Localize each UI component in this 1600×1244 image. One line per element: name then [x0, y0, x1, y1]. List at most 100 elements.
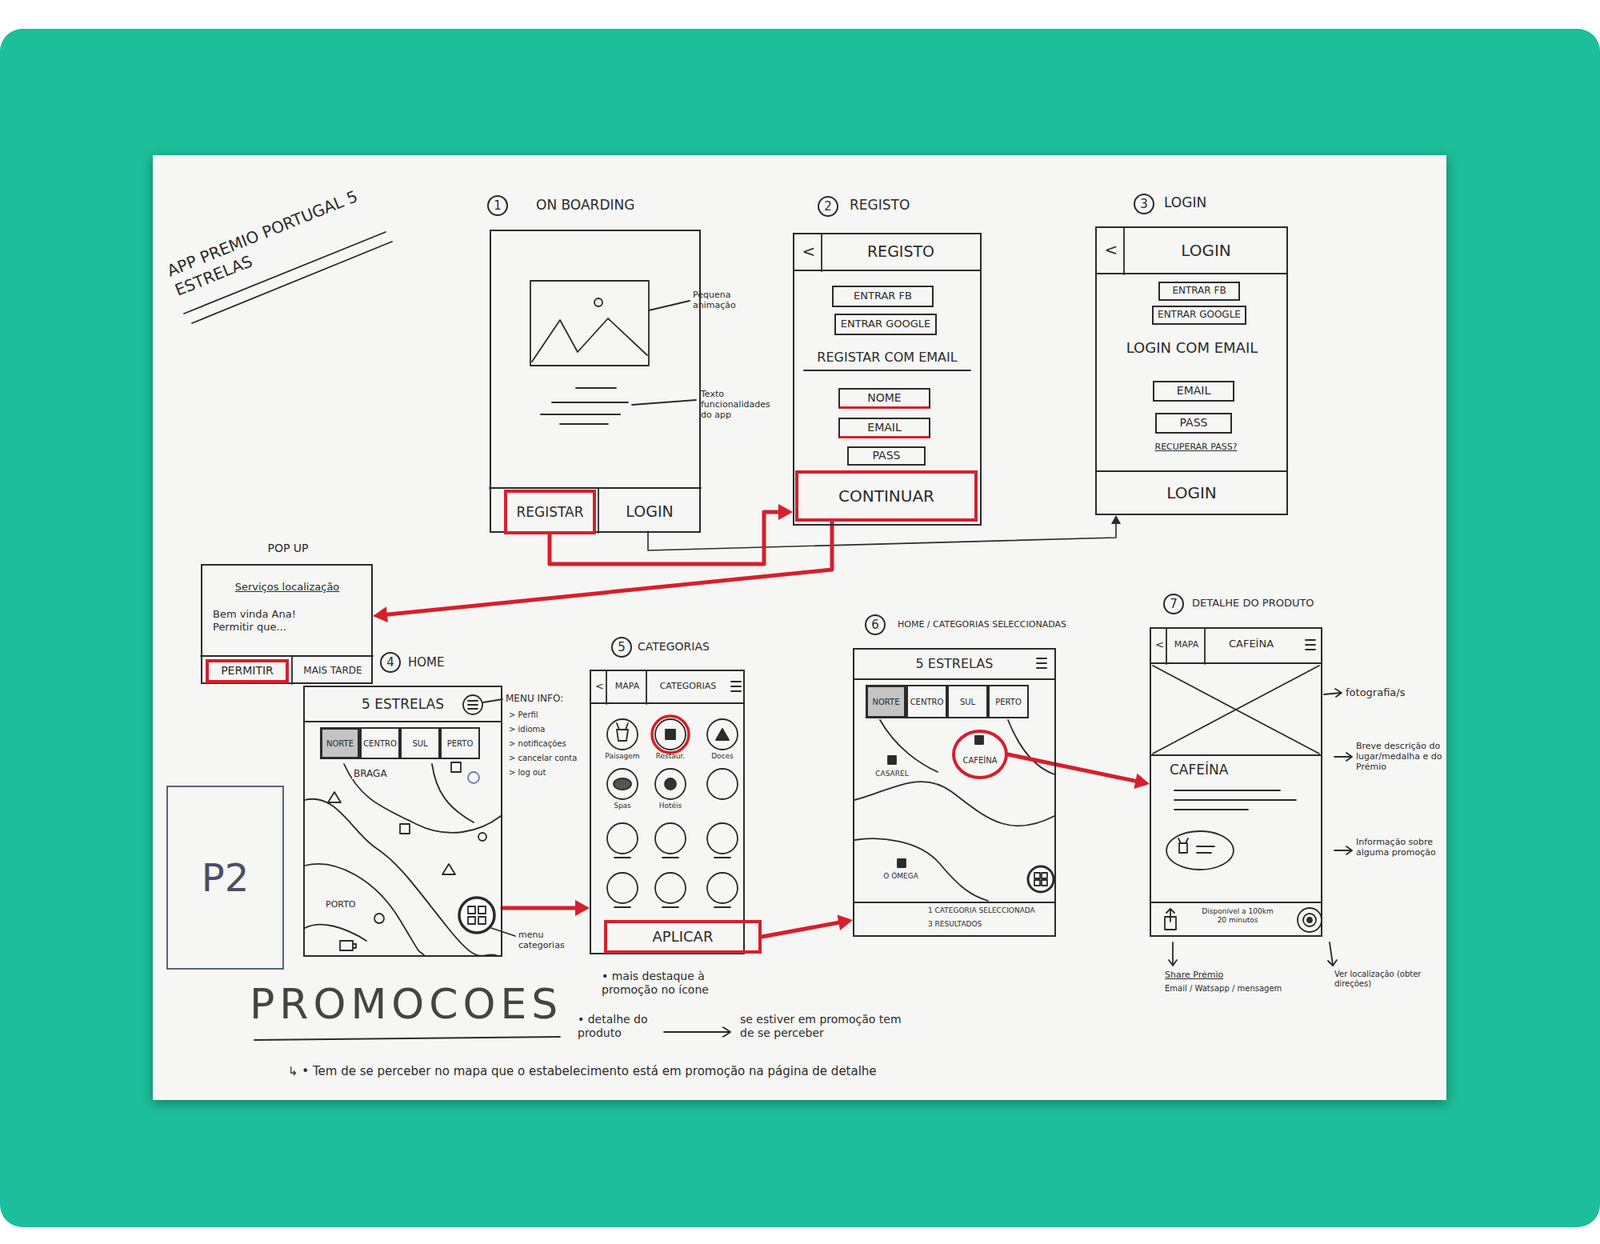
- mountain-icon: [532, 318, 648, 362]
- sun-icon: [594, 298, 603, 307]
- map-pin: [328, 792, 341, 803]
- header-divider: [820, 234, 823, 272]
- map-pin: [451, 762, 461, 772]
- arrow-head: [778, 504, 793, 520]
- button-label: 2: [824, 200, 832, 214]
- button-label: 5 ESTRELAS: [916, 656, 994, 672]
- screen-text: Doces: [698, 752, 747, 761]
- button-label: P2: [201, 856, 249, 900]
- note-arrow: [664, 1027, 731, 1037]
- highlighted-button: PERMITIR: [205, 659, 289, 684]
- category-circle: [707, 719, 738, 750]
- map-road: [344, 764, 501, 833]
- button-label: 4: [386, 656, 395, 670]
- button-label: 3: [1140, 197, 1148, 212]
- selection-ring: [652, 716, 689, 753]
- bar-divider: [854, 901, 1055, 904]
- header-bar: 5 ESTRELAS: [854, 649, 1055, 680]
- button-label: CAFEÍNA: [962, 756, 997, 765]
- screen-text: O ÔMEGA: [876, 872, 926, 881]
- sketch-title: APP PREMIO PORTUGAL 5 ESTRELAS: [164, 180, 380, 300]
- header-bar: <LOGIN: [1096, 228, 1287, 275]
- annotation: Share Prémio: [1164, 969, 1261, 980]
- location-icon: [1307, 917, 1312, 923]
- screen-text: RECUPERAR PASS?: [1136, 441, 1256, 452]
- promo-icon: [1178, 838, 1215, 853]
- category-circle: [607, 872, 638, 904]
- header-bar: <MAPACATEGORIAS: [591, 671, 744, 704]
- flow-arrow: [761, 921, 844, 937]
- leader-arrow: [1328, 942, 1337, 966]
- annotation: • detalhe do produto: [577, 1012, 690, 1040]
- leader-arrow: [1334, 846, 1352, 855]
- annotation: fotografia/s: [1345, 686, 1434, 700]
- image-placeholder: [530, 280, 649, 366]
- annotation: Email / Watsapp / mensagem: [1164, 984, 1317, 994]
- header-bar: <REGISTO: [794, 234, 980, 272]
- section-title: PROMOCOES: [249, 980, 570, 1029]
- category-icon: [616, 723, 628, 741]
- input-box: ENTRAR FB: [1158, 281, 1240, 301]
- map-road: [304, 864, 424, 956]
- map-road: [304, 924, 367, 941]
- button-label: NORTE: [326, 739, 354, 748]
- arrow-head: [1111, 515, 1121, 524]
- cup-icon: [340, 940, 356, 951]
- screen-text: Bem vinda Ana! Permitir que...: [212, 608, 333, 633]
- button-label: ENTRAR FB: [1172, 285, 1226, 296]
- map-pin: [374, 913, 384, 924]
- screen-text: <: [797, 241, 820, 261]
- screen-text: Spas: [598, 801, 647, 811]
- map-pin: [400, 824, 410, 834]
- button-label: PASS: [872, 449, 901, 462]
- promo-badge: [1166, 831, 1234, 870]
- button-label: PERTO: [995, 697, 1022, 707]
- popup-box: POP UPServiços localizaçãoBem vinda Ana!…: [200, 564, 373, 684]
- screen-heading: HOME: [408, 655, 464, 670]
- region-tab: SUL: [947, 684, 988, 719]
- map-pin: [897, 859, 906, 868]
- button-bar: LOGIN: [1096, 470, 1287, 514]
- button-cell: LOGIN: [600, 491, 700, 532]
- screen-text: Restaur.: [646, 752, 695, 761]
- category-circle: [607, 768, 638, 800]
- screen-text: CATEGORIAS: [648, 680, 728, 692]
- button-label: REGISTAR: [516, 504, 584, 520]
- input-box: EMAIL: [838, 417, 931, 439]
- category-circle: [655, 872, 686, 904]
- category-circle: [707, 872, 738, 904]
- leader-line: [632, 400, 696, 405]
- map-pin: [478, 832, 487, 841]
- annotation: > idioma: [508, 724, 581, 735]
- screen-text: LOGIN COM EMAIL: [1102, 339, 1282, 357]
- annotation: menu categorias: [518, 929, 583, 951]
- highlighted-button: APLICAR: [604, 920, 762, 954]
- highlighted-button: REGISTAR: [504, 489, 596, 535]
- screen-text: <: [592, 680, 607, 693]
- category-icon: [1034, 872, 1048, 886]
- region-tab: CENTRO: [906, 684, 948, 719]
- screen-text: REGISTO: [824, 242, 978, 261]
- button-label: APLICAR: [652, 928, 714, 945]
- category-icon: [664, 778, 676, 790]
- region-tab: PERTO: [440, 727, 480, 760]
- input-box: NOME: [838, 388, 931, 409]
- map-road: [304, 799, 496, 956]
- category-circle: [607, 823, 638, 854]
- input-box: ENTRAR FB: [832, 285, 934, 308]
- button-label: ENTRAR GOOGLE: [1157, 309, 1241, 320]
- location-icon: [1303, 913, 1316, 927]
- map-road: [1008, 720, 1055, 775]
- input-box: ENTRAR GOOGLE: [834, 313, 937, 336]
- button-label: 1: [493, 199, 502, 213]
- screen-text: PORTO: [324, 899, 366, 910]
- header-bar: 5 ESTRELAS: [304, 687, 501, 723]
- category-circle: [655, 768, 686, 800]
- location-icon: [1297, 908, 1322, 932]
- circled-pin: CAFEÍNA: [952, 729, 1008, 780]
- category-icon: [665, 729, 676, 740]
- text-lines: [540, 388, 628, 424]
- screen-text: MAPA: [608, 680, 647, 692]
- button-label: 7: [1169, 597, 1178, 612]
